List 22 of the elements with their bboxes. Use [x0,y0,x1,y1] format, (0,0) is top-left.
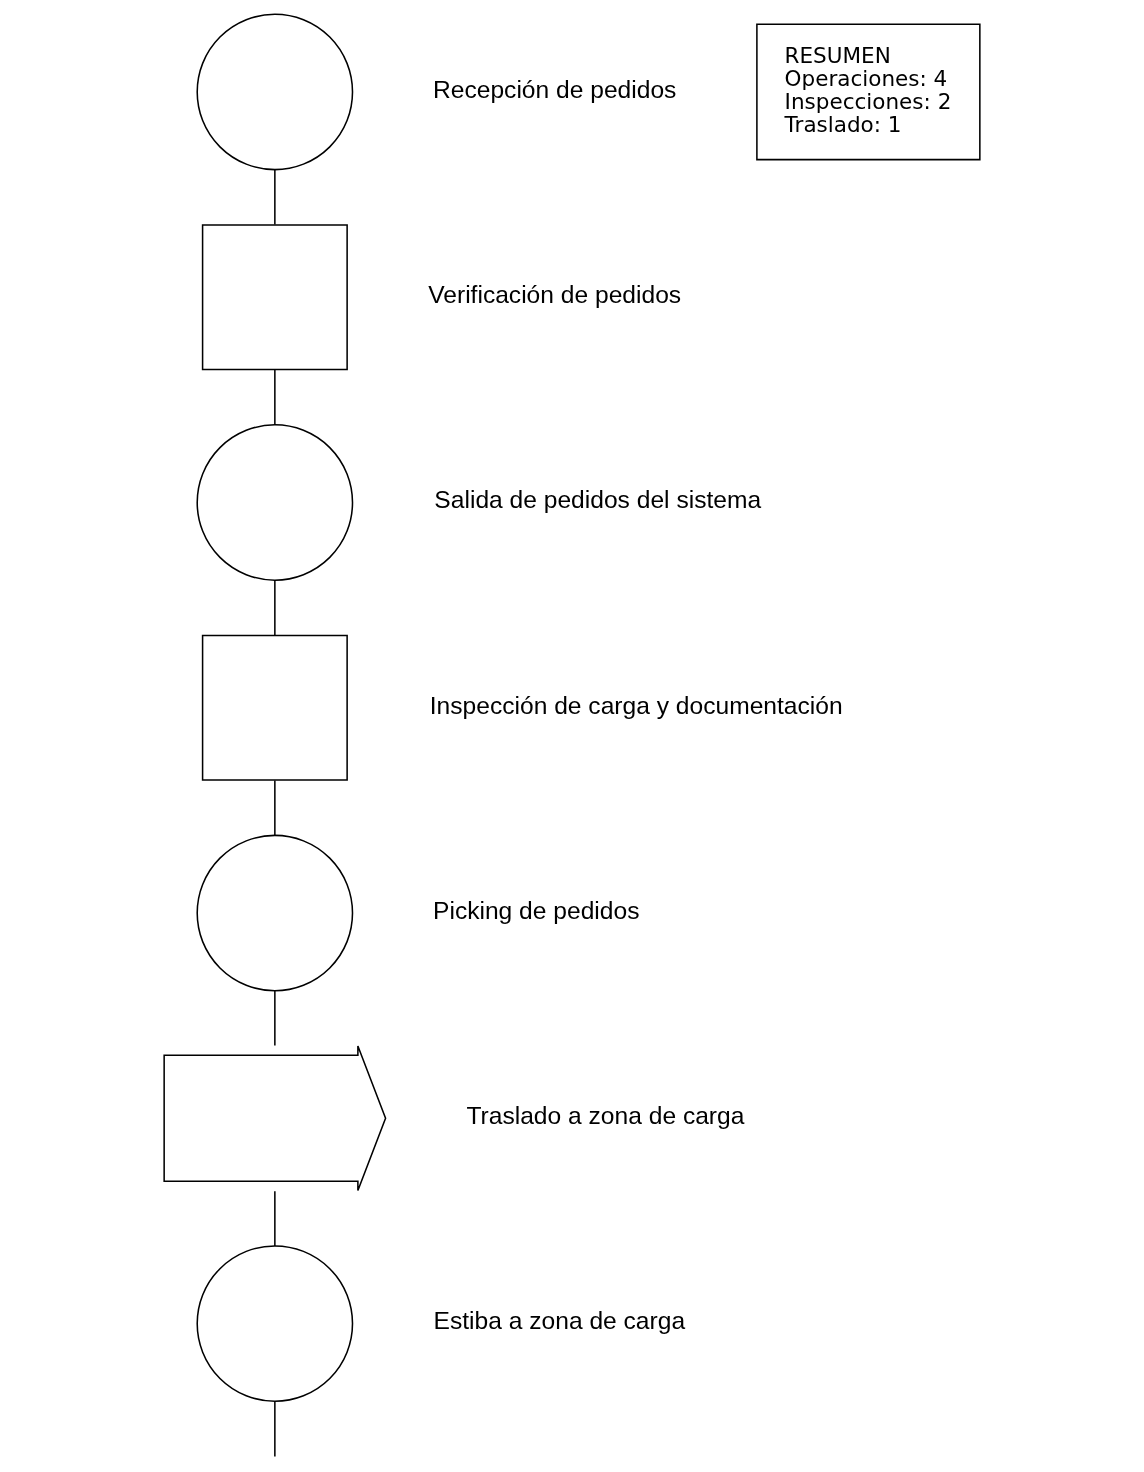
node-label: Inspección de carga y documentación [429,691,843,719]
node-box [201,634,348,781]
node-label: Picking de pedidos [433,896,640,924]
connector [274,779,276,837]
node-label: Estiba a zona de carga [433,1307,686,1335]
connector [274,1190,276,1247]
node-label: Recepción de pedidos [433,75,677,103]
node-label: Salida de pedidos del sistema [434,486,762,514]
node-circle [196,1245,354,1402]
connector [274,579,276,636]
connector [274,990,276,1047]
node-circle [196,834,354,992]
node-box [201,224,348,371]
connector [274,369,276,426]
connector [274,1400,276,1458]
node-circle [196,13,354,171]
node-circle [196,424,354,581]
node-label: Traslado a zona de carga [466,1102,745,1130]
connector [274,169,276,226]
node-box: RESUMEN Operaciones: 4 Inspecciones: 2 Traslado: 1 [756,23,981,161]
node-label: Verificación de pedidos [428,281,682,309]
node-arrow [163,1045,387,1192]
